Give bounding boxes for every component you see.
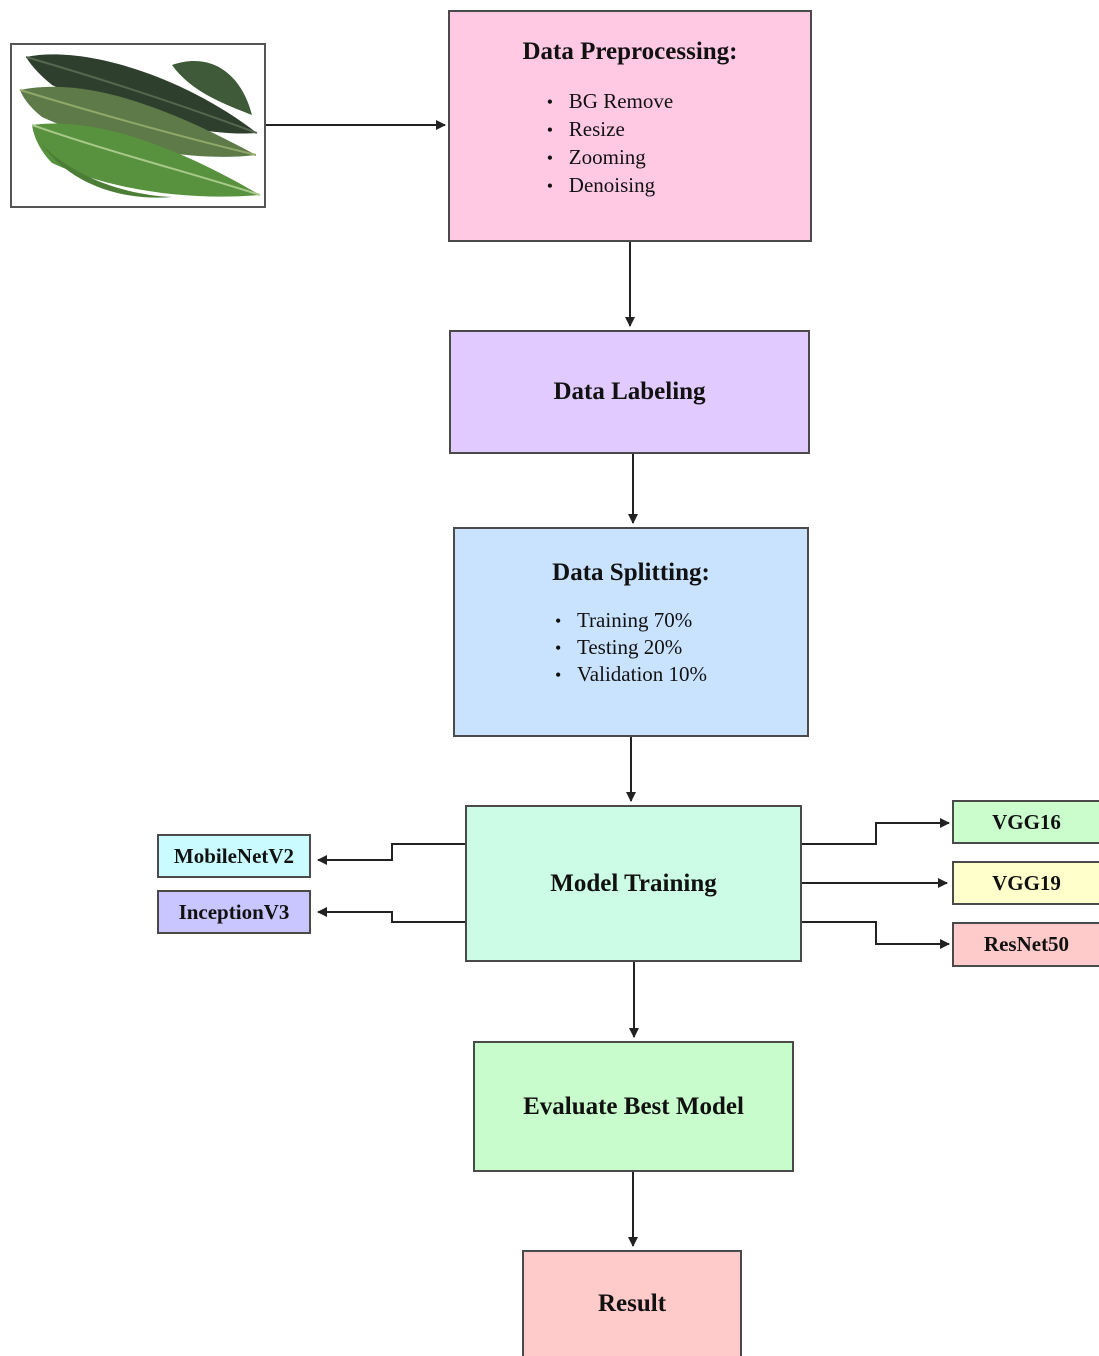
evaluate-title: Evaluate Best Model — [523, 1092, 744, 1120]
preprocessing-item: Zooming — [547, 144, 673, 172]
arrow-training-to-mobilenet — [317, 843, 465, 865]
evaluate-box: Evaluate Best Model — [473, 1041, 794, 1172]
model-resnet50: ResNet50 — [952, 922, 1099, 967]
result-box: Result — [522, 1250, 742, 1356]
arrow-training-to-vgg16 — [802, 818, 950, 845]
model-mobilenetv2: MobileNetV2 — [157, 834, 311, 878]
splitting-list: Training 70% Testing 20% Validation 10% — [555, 607, 707, 688]
model-inceptionv3: InceptionV3 — [157, 890, 311, 934]
preprocessing-box: Data Preprocessing: BG Remove Resize Zoo… — [448, 10, 812, 242]
training-title: Model Training — [550, 869, 717, 897]
training-box: Model Training — [465, 805, 802, 962]
result-title: Result — [597, 1290, 667, 1317]
splitting-item: Validation 10% — [555, 661, 707, 688]
preprocessing-item: BG Remove — [547, 88, 673, 116]
arrow-training-to-inception — [317, 907, 465, 923]
labeling-box: Data Labeling — [449, 330, 810, 454]
splitting-item: Training 70% — [555, 607, 707, 634]
splitting-title: Data Splitting: — [552, 559, 710, 586]
leaf-image-icon — [19, 54, 261, 198]
labeling-title: Data Labeling — [553, 378, 706, 405]
leaf-input-image — [10, 43, 266, 208]
preprocessing-title: Data Preprocessing: — [522, 38, 738, 65]
model-vgg19: VGG19 — [952, 861, 1099, 905]
preprocessing-item: Denoising — [547, 172, 673, 200]
model-vgg16: VGG16 — [952, 800, 1099, 844]
preprocessing-item: Resize — [547, 116, 673, 144]
splitting-item: Testing 20% — [555, 634, 707, 661]
arrow-training-to-resnet50 — [802, 921, 950, 949]
splitting-box: Data Splitting: Training 70% Testing 20%… — [453, 527, 809, 737]
preprocessing-list: BG Remove Resize Zooming Denoising — [547, 88, 673, 200]
